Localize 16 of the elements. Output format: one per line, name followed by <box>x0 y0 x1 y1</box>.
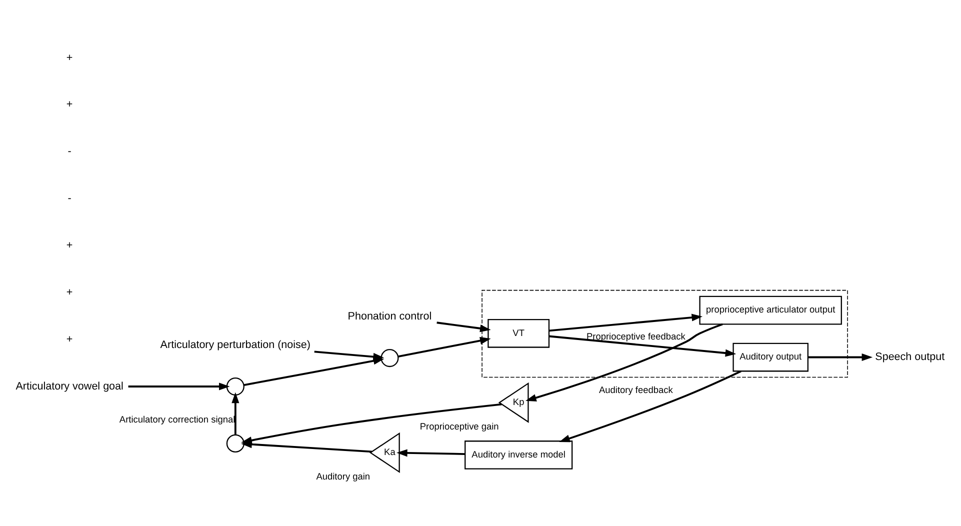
edge-label: Auditory feedback <box>599 385 673 396</box>
node-text: Phonation control <box>348 310 432 322</box>
edge-label: Proprioceptive feedback <box>586 331 686 342</box>
node-label: Auditory gain <box>316 471 370 482</box>
node-text: Articulatory perturbation (noise) <box>160 338 311 351</box>
label: - <box>68 192 72 205</box>
label: + <box>66 52 73 64</box>
label: + <box>66 333 73 346</box>
node-text: Speech output <box>875 351 945 364</box>
label: - <box>68 146 72 158</box>
label: + <box>66 240 73 252</box>
label: + <box>66 286 73 298</box>
node-label: Proprioceptive gain <box>420 421 499 432</box>
label: + <box>66 98 73 111</box>
edge-label: Articulatory correction signal <box>119 414 236 424</box>
node-text: Articulatory vowel goal <box>16 380 124 392</box>
